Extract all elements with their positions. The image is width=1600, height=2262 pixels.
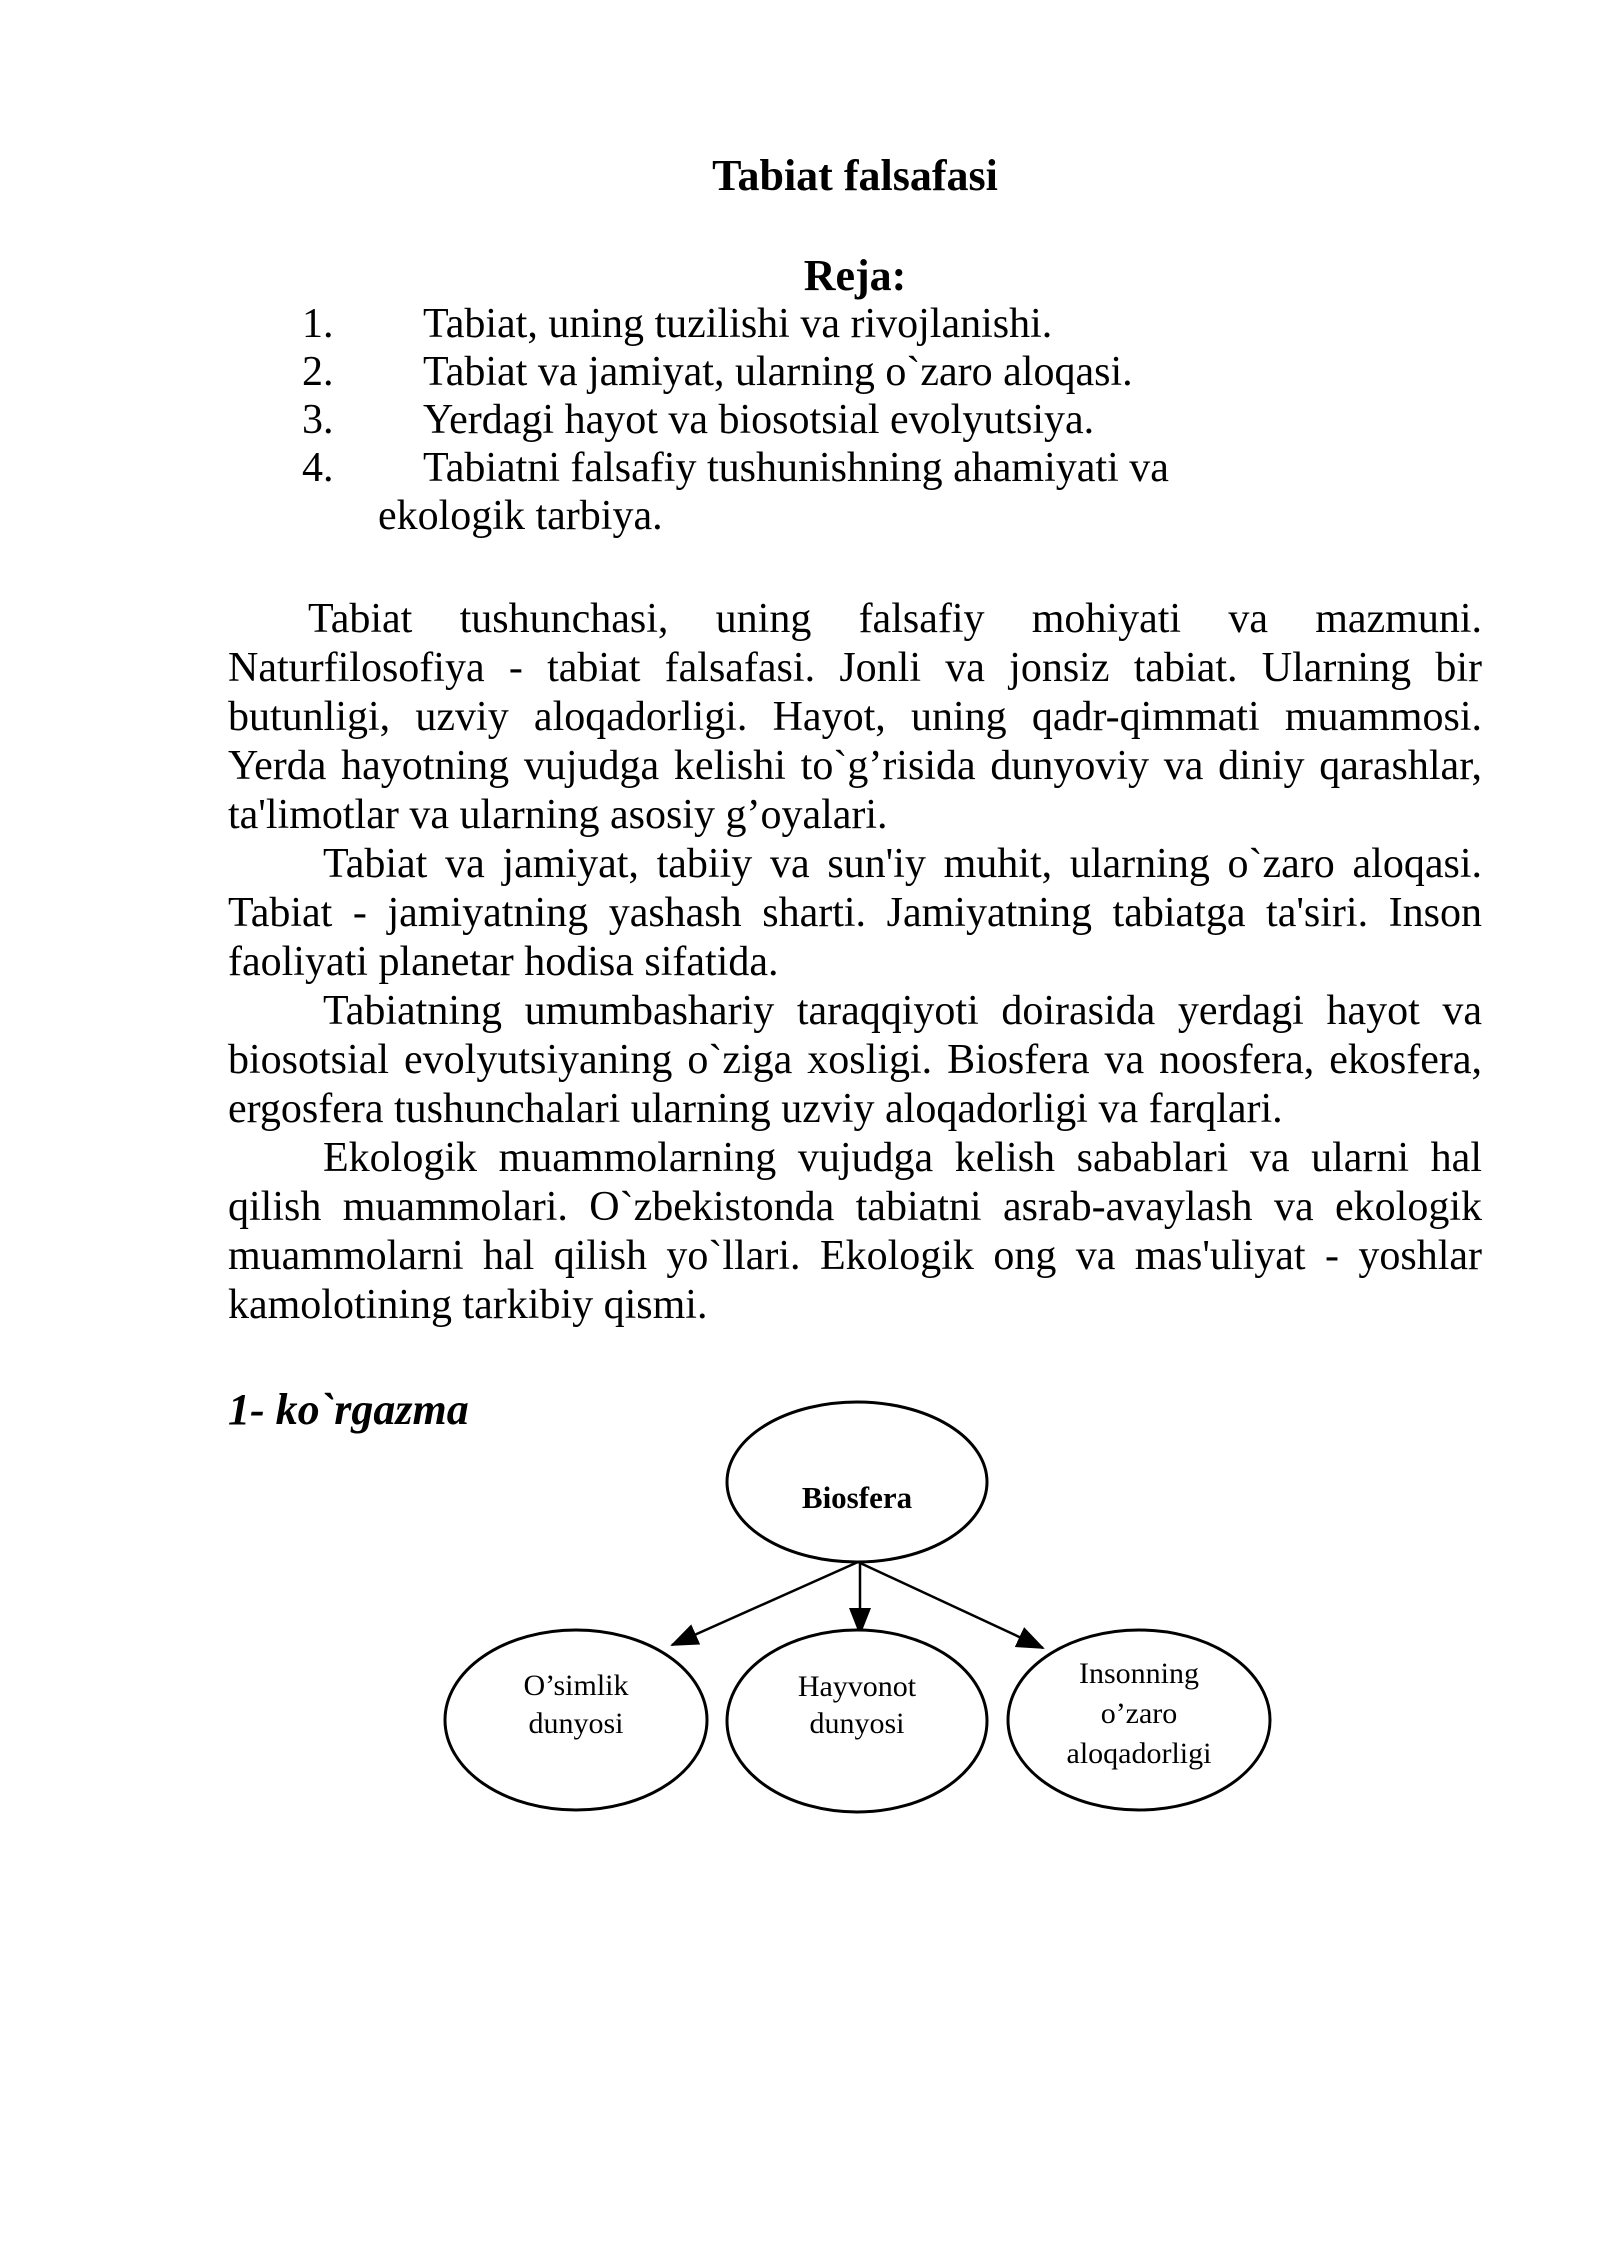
- node-plant-world-label-line1: O’simlik: [523, 1669, 628, 1702]
- plan-item-3-text: Yerdagi hayot va biosotsial evolyutsiya.: [423, 397, 1095, 443]
- figure-diagram: Biosfera O’simlik dunyosi Hayvonot dunyo…: [443, 1400, 1272, 1814]
- body-text: Tabiat tushunchasi, uning falsafiy mohiy…: [228, 595, 1482, 1330]
- node-animal-world-label-line1: Hayvonot: [798, 1670, 917, 1703]
- node-plant-world: [443, 1628, 709, 1812]
- figure-caption: 1- ko`rgazma: [228, 1385, 469, 1434]
- edge-biosfera-to-human: [857, 1560, 1045, 1650]
- paragraph-3: Tabiatning umumbashariy taraqqiyoti doir…: [228, 988, 1482, 1132]
- node-plant-world-label-line2: dunyosi: [528, 1707, 623, 1740]
- node-human-interrelation-label-line2: o’zaro: [1101, 1697, 1178, 1730]
- node-human-interrelation-label-line3: aloqadorligi: [1067, 1737, 1212, 1770]
- plan-item-2: 2. Tabiat va jamiyat, ularning o`zaro al…: [228, 348, 1482, 396]
- plan-item-1-number: 1.: [302, 301, 334, 347]
- document-title: Tabiat falsafasi: [712, 151, 998, 200]
- node-biosfera-label: Biosfera: [802, 1480, 913, 1515]
- plan-item-3: 3. Yerdagi hayot va biosotsial evolyutsi…: [228, 396, 1482, 444]
- plan-item-1-text: Tabiat, uning tuzilishi va rivojlanishi.: [423, 301, 1053, 347]
- plan-item-4-continuation: ekologik tarbiya.: [378, 493, 663, 539]
- plan-item-4-number: 4.: [302, 445, 334, 491]
- plan-heading: Reja:: [803, 251, 907, 300]
- edge-biosfera-to-plant: [670, 1560, 859, 1647]
- plan-item-1: 1. Tabiat, uning tuzilishi va rivojlanis…: [228, 300, 1482, 348]
- plan-item-3-number: 3.: [302, 397, 334, 443]
- plan-item-2-number: 2.: [302, 349, 334, 395]
- paragraph-2: Tabiat va jamiyat, tabiiy va sun'iy muhi…: [228, 841, 1482, 985]
- paragraph-1: Tabiat tushunchasi, uning falsafiy mohiy…: [228, 596, 1482, 838]
- node-human-interrelation-label-line1: Insonning: [1079, 1657, 1199, 1690]
- node-animal-world: [725, 1628, 989, 1814]
- paragraph-4: Ekologik muammolarning vujudga kelish sa…: [228, 1135, 1482, 1328]
- plan-item-4: 4. Tabiatni falsafiy tushunishning ahami…: [228, 444, 1482, 492]
- plan-list: 1. Tabiat, uning tuzilishi va rivojlanis…: [228, 300, 1482, 540]
- plan-item-2-text: Tabiat va jamiyat, ularning o`zaro aloqa…: [423, 349, 1133, 395]
- plan-item-4-text: Tabiatni falsafiy tushunishning ahamiyat…: [423, 445, 1169, 491]
- node-animal-world-label-line2: dunyosi: [809, 1707, 904, 1740]
- node-biosfera: [725, 1400, 989, 1564]
- node-human-interrelation: [1006, 1628, 1272, 1812]
